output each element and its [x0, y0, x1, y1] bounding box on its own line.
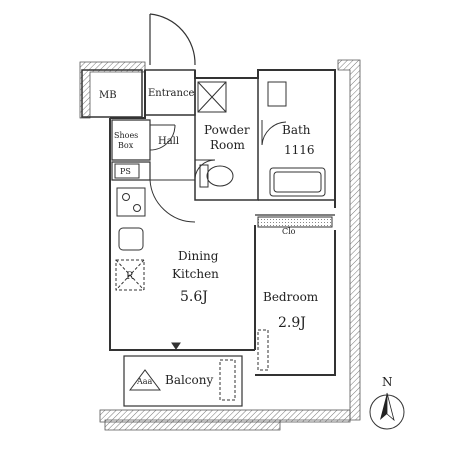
powder-room-door: [194, 159, 216, 179]
bath-label-line2: 1116: [284, 143, 315, 157]
bedroom-label: Bedroom: [263, 290, 319, 304]
ps-label: PS: [120, 167, 131, 176]
dining-kitchen-label-line2: Kitchen: [172, 267, 219, 281]
balcony-label: Balcony: [165, 373, 213, 387]
bath-label-line1: Bath: [282, 123, 311, 137]
air-conditioner-label: Aaa: [136, 377, 153, 386]
entrance-label: Entrance: [148, 88, 195, 99]
dining-kitchen-size: 5.6J: [180, 289, 208, 305]
dining-kitchen-label-line1: Dining: [178, 249, 219, 263]
kitchen-door: [149, 179, 196, 223]
powder-room-label-line2: Room: [210, 138, 245, 152]
fixtures: [114, 81, 333, 401]
entrance-door: [149, 13, 196, 66]
bath-door: [261, 120, 287, 146]
shoes-box-label-line2: Box: [118, 141, 134, 150]
compass-north-label: N: [382, 375, 393, 389]
exterior-walls: [79, 59, 361, 431]
hall-label: Hall: [158, 136, 179, 147]
walls: [81, 69, 336, 407]
shoes-box-label-line1: Shoes: [114, 131, 138, 140]
bedroom-size: 2.9J: [278, 315, 306, 331]
compass: N: [369, 375, 405, 430]
room-labels: MB Entrance Shoes Box Hall Powder Room B…: [99, 88, 319, 387]
powder-room-label-line1: Powder: [204, 123, 250, 137]
closet-label: Clo: [282, 227, 296, 236]
hall-door: [149, 124, 176, 151]
refrigerator-label: R: [126, 271, 134, 282]
mb-label: MB: [99, 90, 117, 101]
